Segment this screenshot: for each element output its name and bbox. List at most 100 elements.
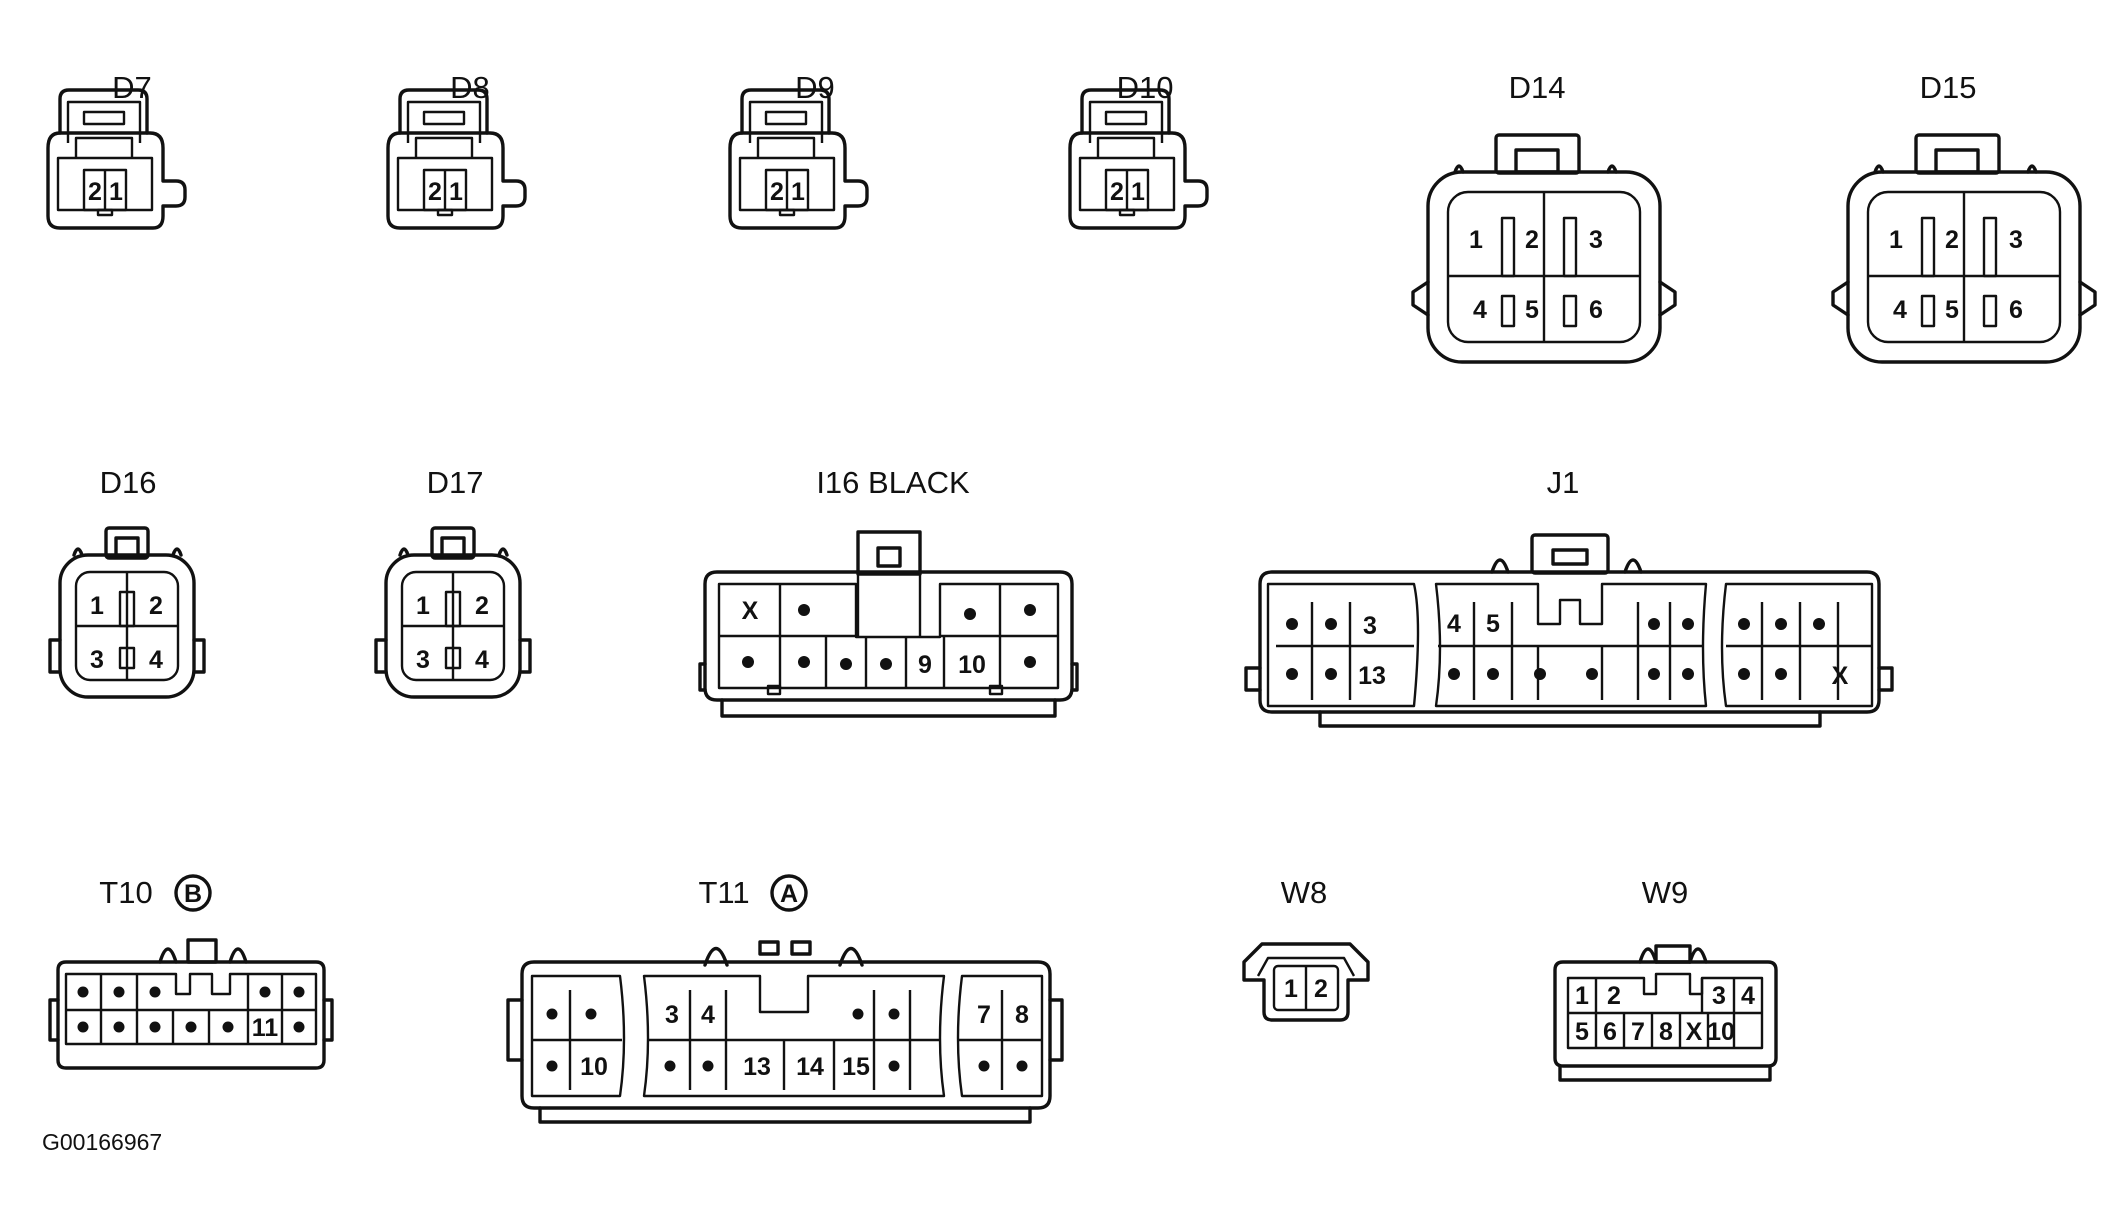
connector-t10-badge: B [184, 880, 202, 908]
connector-w9-pin: 8 [1659, 1018, 1673, 1046]
badge-a-icon [770, 874, 808, 912]
connector-t11: T11 A 3 4 7 8 10 13 [506, 874, 1064, 1124]
pin-dot [1738, 618, 1750, 630]
connector-j1: J1 3 4 5 13 [1244, 465, 1894, 728]
connector-d9: D9 2 1 [728, 70, 869, 230]
pin-dot [798, 656, 810, 668]
connector-w9: W9 1 2 3 4 5 6 7 8 X 10 [1553, 875, 1778, 1082]
connector-d17-pin: 4 [475, 646, 489, 674]
connector-i16-pin: 9 [918, 651, 932, 679]
pin-dot [964, 608, 976, 620]
pin-dot [222, 1021, 234, 1033]
connector-d16-pin: 4 [149, 646, 163, 674]
connector-d15-label: D15 [1920, 70, 1977, 105]
connector-d14-pin: 1 [1469, 226, 1483, 254]
pin-dot [880, 658, 892, 670]
connector-d14-pin: 6 [1589, 296, 1603, 324]
pin-dot [149, 986, 161, 998]
connector-t11-badge: A [780, 880, 798, 908]
connector-d14-pin: 2 [1525, 226, 1539, 254]
diagram-code: G00166967 [42, 1129, 162, 1155]
connector-d17-pin: 2 [475, 592, 489, 620]
pin-dot [664, 1060, 676, 1072]
connector-j1-pin: 4 [1447, 610, 1461, 638]
pin-dot [185, 1021, 197, 1033]
connector-d8: D8 2 1 [386, 70, 527, 230]
pin-dot [1487, 668, 1499, 680]
connector-d7-pin: 2 [88, 178, 102, 206]
pin-dot [798, 604, 810, 616]
connector-w9-pin: 2 [1607, 982, 1621, 1010]
pin-dot [149, 1021, 161, 1033]
connector-d15-pin: 4 [1893, 296, 1907, 324]
connector-d17: D17 1 2 3 4 [374, 465, 532, 699]
pin-dot [1648, 668, 1660, 680]
connector-w9-pin: 7 [1631, 1018, 1645, 1046]
connector-d7: D7 2 1 [46, 70, 187, 230]
pin-dot [77, 986, 89, 998]
pin-dot [1813, 618, 1825, 630]
connector-t11-pin: 14 [796, 1053, 824, 1081]
connector-j1-pin: X [1832, 662, 1849, 690]
connector-d9-pin: 1 [791, 178, 805, 206]
connector-d16-label: D16 [100, 465, 157, 500]
pin-dot [1286, 668, 1298, 680]
connector-j1-label: J1 [1547, 465, 1580, 500]
connector-d16-pin: 2 [149, 592, 163, 620]
connector-t11-pin: 10 [580, 1053, 608, 1081]
pin-dot [259, 986, 271, 998]
connector-d9-pin: 2 [770, 178, 784, 206]
pin-dot [1682, 668, 1694, 680]
connector-d10-pin: 1 [1131, 178, 1145, 206]
connector-w9-pin: 5 [1575, 1018, 1589, 1046]
connector-j1-pin: 5 [1486, 610, 1500, 638]
connector-i16-pin: 10 [958, 651, 986, 679]
connector-d15-pin: 2 [1945, 226, 1959, 254]
connector-d15-pin: 3 [2009, 226, 2023, 254]
connector-d7-pin: 1 [109, 178, 123, 206]
connector-d17-label: D17 [427, 465, 484, 500]
pin-dot [546, 1060, 558, 1072]
connector-d16: D16 1 2 3 4 [48, 465, 206, 699]
connector-t10-label: T10 [99, 875, 152, 910]
pin-dot [1682, 618, 1694, 630]
pin-dot [840, 658, 852, 670]
connector-d14-pin: 4 [1473, 296, 1487, 324]
pin-dot [1024, 604, 1036, 616]
pin-dot [1024, 656, 1036, 668]
connector-j1-pin: 3 [1363, 612, 1377, 640]
connector-w8: W8 1 2 [1242, 875, 1370, 1022]
pin-dot [888, 1008, 900, 1020]
pin-dot [1325, 618, 1337, 630]
connector-w8-pin: 2 [1314, 975, 1328, 1003]
connector-d8-label: D8 [450, 70, 490, 105]
connector-d8-pin: 2 [428, 178, 442, 206]
pin-dot [1775, 618, 1787, 630]
connector-w9-pin: 1 [1575, 982, 1589, 1010]
pin-dot [293, 1021, 305, 1033]
connector-d16-pin: 1 [90, 592, 104, 620]
pin-dot [1286, 618, 1298, 630]
pin-dot [1738, 668, 1750, 680]
pin-dot [113, 1021, 125, 1033]
connector-t11-pin: 3 [665, 1001, 679, 1029]
connector-d17-pin: 3 [416, 646, 430, 674]
connector-t11-pin: 13 [743, 1053, 771, 1081]
connector-i16: I16 BLACK X 9 10 [698, 465, 1079, 718]
connector-t10-pin: 11 [252, 1014, 279, 1042]
pin-dot [293, 986, 305, 998]
connector-w9-pin: 3 [1712, 982, 1726, 1010]
connector-d14-pin: 5 [1525, 296, 1539, 324]
connector-t10: T10 B 11 [48, 874, 334, 1070]
connector-d10: D10 2 1 [1068, 70, 1209, 230]
pin-dot [1534, 668, 1546, 680]
connector-d15-pin: 6 [2009, 296, 2023, 324]
connector-d8-pin: 1 [449, 178, 463, 206]
pin-dot [852, 1008, 864, 1020]
connector-d14: D14 1 2 3 4 5 6 [1411, 70, 1677, 364]
connector-w9-label: W9 [1642, 875, 1689, 910]
connector-d7-label: D7 [112, 70, 152, 105]
pin-dot [742, 656, 754, 668]
pin-dot [113, 986, 125, 998]
